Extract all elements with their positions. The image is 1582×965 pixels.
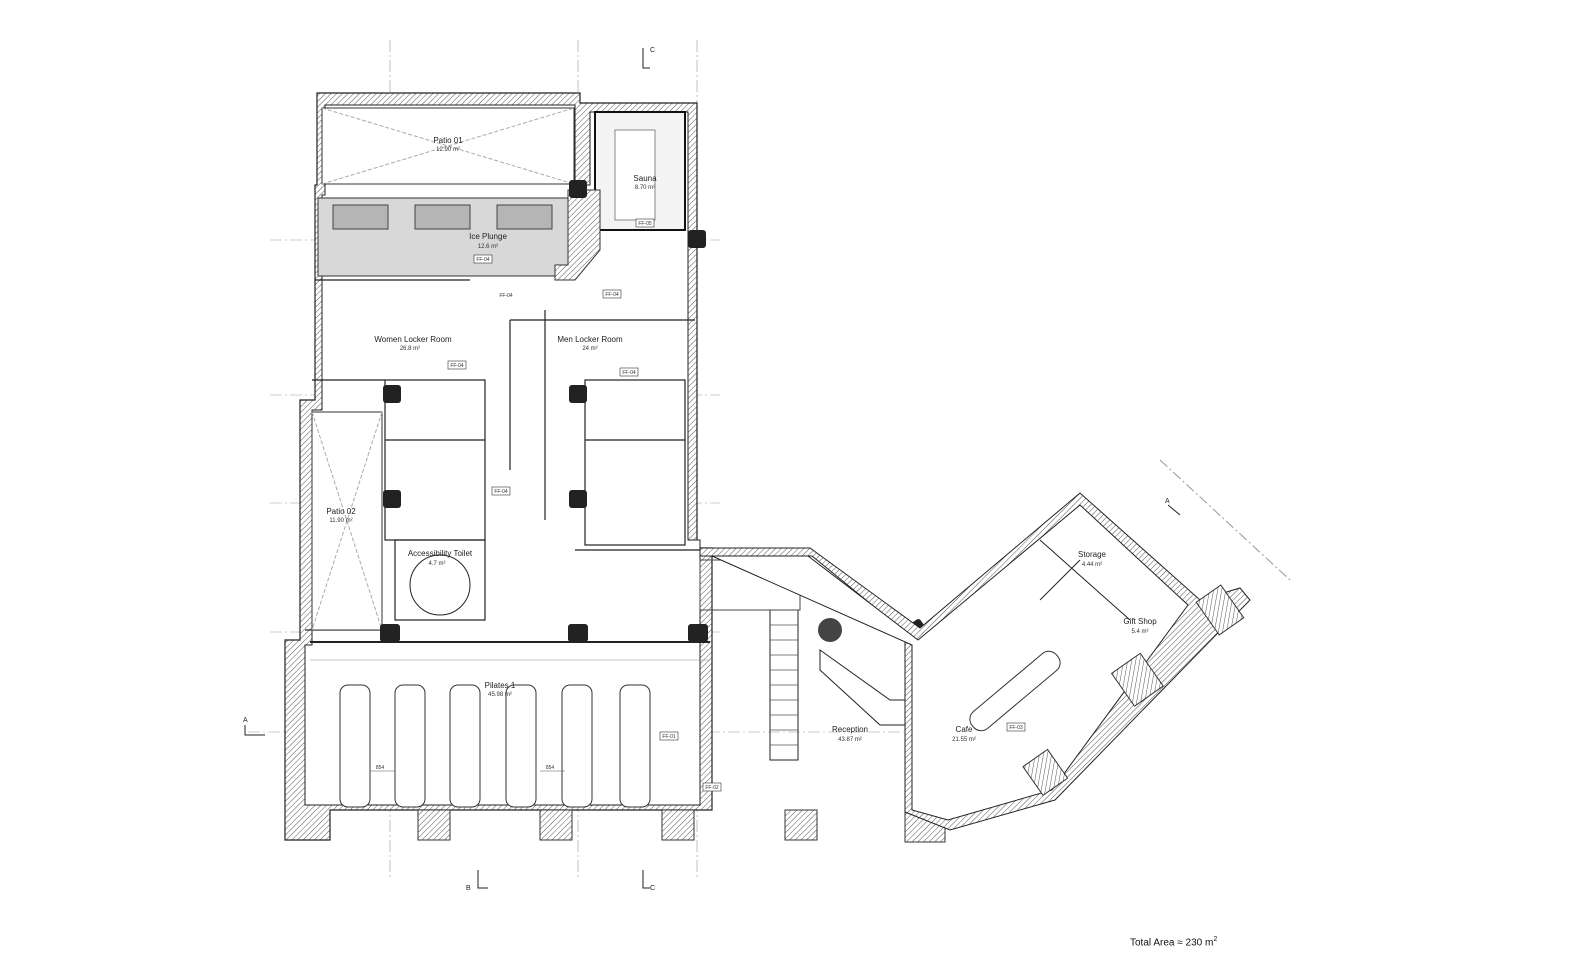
room-labels: Patio 01 12.90 m² Sauna 8.70 m² Ice Plun… (326, 136, 1157, 743)
room-name: Ice Plunge (469, 232, 507, 241)
room-area: 24 m² (582, 346, 597, 352)
finish-tag: FF-04 (605, 292, 619, 298)
ice-plunge (317, 189, 601, 281)
finish-tag: FF-02 (705, 785, 719, 791)
room-name: Men Locker Room (557, 335, 623, 344)
total-area-unit: 2 (1213, 936, 1218, 943)
room-area: 4.44 m² (1082, 562, 1102, 568)
room-name: Sauna (633, 174, 657, 183)
room-area: 21.55 m² (952, 737, 976, 743)
room-name: Pilates 1 (485, 681, 516, 690)
finish-tags: FF-04 FF-05 FF-04 FF-04 FF-04 FF-04 FF-0… (447, 218, 1026, 792)
finish-tag: FF-04 (499, 293, 513, 299)
room-name: Cafe (956, 725, 973, 734)
angled-wing-walls (699, 459, 1291, 831)
dimension-label: 854 (546, 765, 555, 771)
room-area: 8.70 m² (635, 185, 655, 191)
section-marker-label: A (243, 717, 248, 724)
total-area-text: Total Area ≈ 230 m (1130, 937, 1214, 949)
room-area: 12.6 m² (478, 244, 498, 250)
finish-tag: FF-04 (622, 370, 636, 376)
room-name: Women Locker Room (374, 335, 452, 344)
room-area: 43.87 m² (838, 737, 862, 743)
partitions (305, 279, 710, 661)
room-name: Patio 01 (433, 136, 463, 145)
turning-circle (409, 554, 471, 616)
finish-tag: FF-01 (662, 734, 676, 740)
section-marker-label: C (650, 885, 655, 892)
room-name: Reception (832, 725, 868, 734)
room-area: 4.7 m² (428, 561, 445, 567)
section-marker-label: A (1165, 498, 1170, 505)
patio-01 (321, 107, 575, 185)
room-area: 5.4 m² (1131, 629, 1148, 635)
room-area: 12.90 m² (436, 147, 460, 153)
finish-tag: FF-05 (638, 221, 652, 227)
room-area: 45.98 m² (488, 692, 512, 698)
total-area-label: Total Area ≈ 230 m2 (1130, 936, 1217, 948)
finish-tag: FF-03 (1009, 725, 1023, 731)
room-name: Patio 02 (326, 507, 356, 516)
finish-tag: FF-04 (494, 489, 508, 495)
sauna (594, 111, 686, 231)
room-name: Storage (1078, 550, 1107, 559)
room-name: Gift Shop (1123, 617, 1157, 626)
dimension-label: 854 (376, 765, 385, 771)
pilates-reformers (339, 684, 651, 808)
finish-tag: FF-04 (450, 363, 464, 369)
section-markers (244, 48, 1181, 889)
window-piers (417, 809, 946, 843)
finish-tag: FF-04 (476, 257, 490, 263)
section-marker-label: C (650, 47, 655, 54)
room-area: 11.90 m² (329, 518, 352, 524)
room-name: Accessibility Toilet (408, 549, 473, 558)
patio-02 (311, 411, 383, 631)
room-area: 26.8 m² (400, 346, 420, 352)
section-marker-label: B (466, 885, 471, 892)
